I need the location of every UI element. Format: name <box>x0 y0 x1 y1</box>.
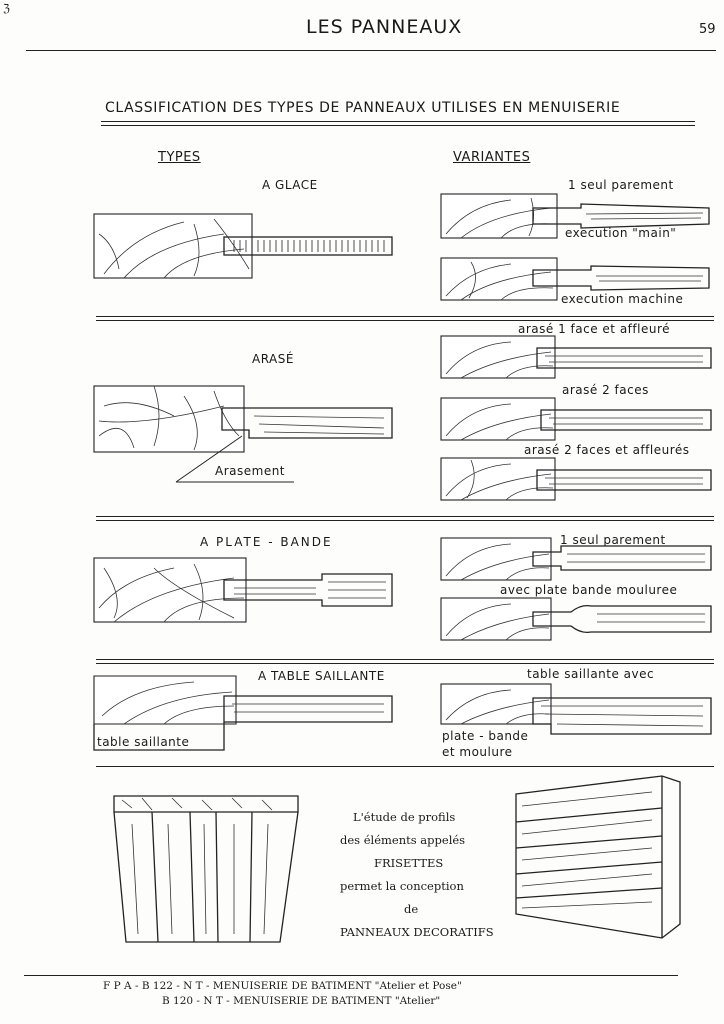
profile-table-saillante <box>93 675 393 751</box>
frisettes-line-1: L'étude de profils <box>353 810 456 824</box>
variant-arase-3: arasé 2 faces et affleurés <box>524 443 690 457</box>
footer-line-1: F P A - B 122 - N T - MENUISERIE DE BATI… <box>103 980 462 992</box>
footer-line-2: B 120 - N T - MENUISERIE DE BATIMENT "At… <box>162 995 441 1007</box>
profile-plate-bande <box>93 557 393 623</box>
divider-3 <box>96 659 714 660</box>
type-label-table-saillante: A TABLE SAILLANTE <box>258 669 385 683</box>
variant-arase-2: arasé 2 faces <box>562 383 649 397</box>
divider-1 <box>96 316 714 317</box>
divider-2b <box>96 520 714 521</box>
variant-table-saillante-3: et moulure <box>442 745 513 759</box>
variant-table-saillante-1: table saillante avec <box>527 667 655 681</box>
variantes-heading: VARIANTES <box>453 150 531 165</box>
frisettes-line-6: PANNEAUX DECORATIFS <box>340 925 494 939</box>
frisettes-line-2: des éléments appelés <box>340 833 466 847</box>
profile-glace-variant-machine <box>440 257 710 301</box>
variant-plate-bande-1: 1 seul parement <box>560 533 666 547</box>
profile-arase-variant-3 <box>440 457 712 501</box>
header-rule <box>26 50 716 51</box>
divider-2 <box>96 516 714 517</box>
variant-arase-1: arasé 1 face et affleuré <box>518 322 670 336</box>
profile-table-saillante-variant <box>440 683 712 735</box>
title-underline-2 <box>101 125 695 126</box>
profile-plate-bande-variant-2 <box>440 597 712 641</box>
frisettes-line-5: de <box>404 902 419 916</box>
profile-glace-variant-main <box>440 193 710 239</box>
variant-glace-2: execution "main" <box>565 226 677 240</box>
page-number: 59 <box>699 22 716 37</box>
profile-plate-bande-variant-1 <box>440 537 712 581</box>
page-title: LES PANNEAUX <box>306 16 463 38</box>
callout-arasement: Arasement <box>215 464 286 478</box>
profile-arase-variant-1 <box>440 335 712 379</box>
divider-3b <box>96 663 714 664</box>
corner-mark: ℨ <box>3 2 10 15</box>
profile-arase <box>93 385 393 483</box>
divider-1b <box>96 320 714 321</box>
variant-plate-bande-2: avec plate bande mouluree <box>500 583 678 597</box>
classification-title: CLASSIFICATION DES TYPES DE PANNEAUX UTI… <box>105 100 621 116</box>
type-label-arase: ARASÉ <box>252 352 294 366</box>
callout-table-saillante: table saillante <box>97 735 190 749</box>
frisettes-line-3: FRISETTES <box>374 856 444 870</box>
footer-rule <box>24 975 678 976</box>
type-label-plate-bande: A PLATE - BANDE <box>200 535 333 549</box>
variant-glace-1: 1 seul parement <box>568 178 674 192</box>
frisettes-illustration-right <box>515 775 681 939</box>
variant-table-saillante-2: plate - bande <box>442 729 529 743</box>
frisettes-illustration-left <box>113 795 299 943</box>
divider-4 <box>96 766 714 767</box>
title-underline <box>101 121 695 122</box>
profile-arase-variant-2 <box>440 397 712 441</box>
profile-glace <box>93 213 393 279</box>
type-label-glace: A GLACE <box>262 178 318 192</box>
types-heading: TYPES <box>158 150 201 165</box>
variant-glace-3: execution machine <box>561 292 684 306</box>
frisettes-line-4: permet la conception <box>340 879 464 893</box>
